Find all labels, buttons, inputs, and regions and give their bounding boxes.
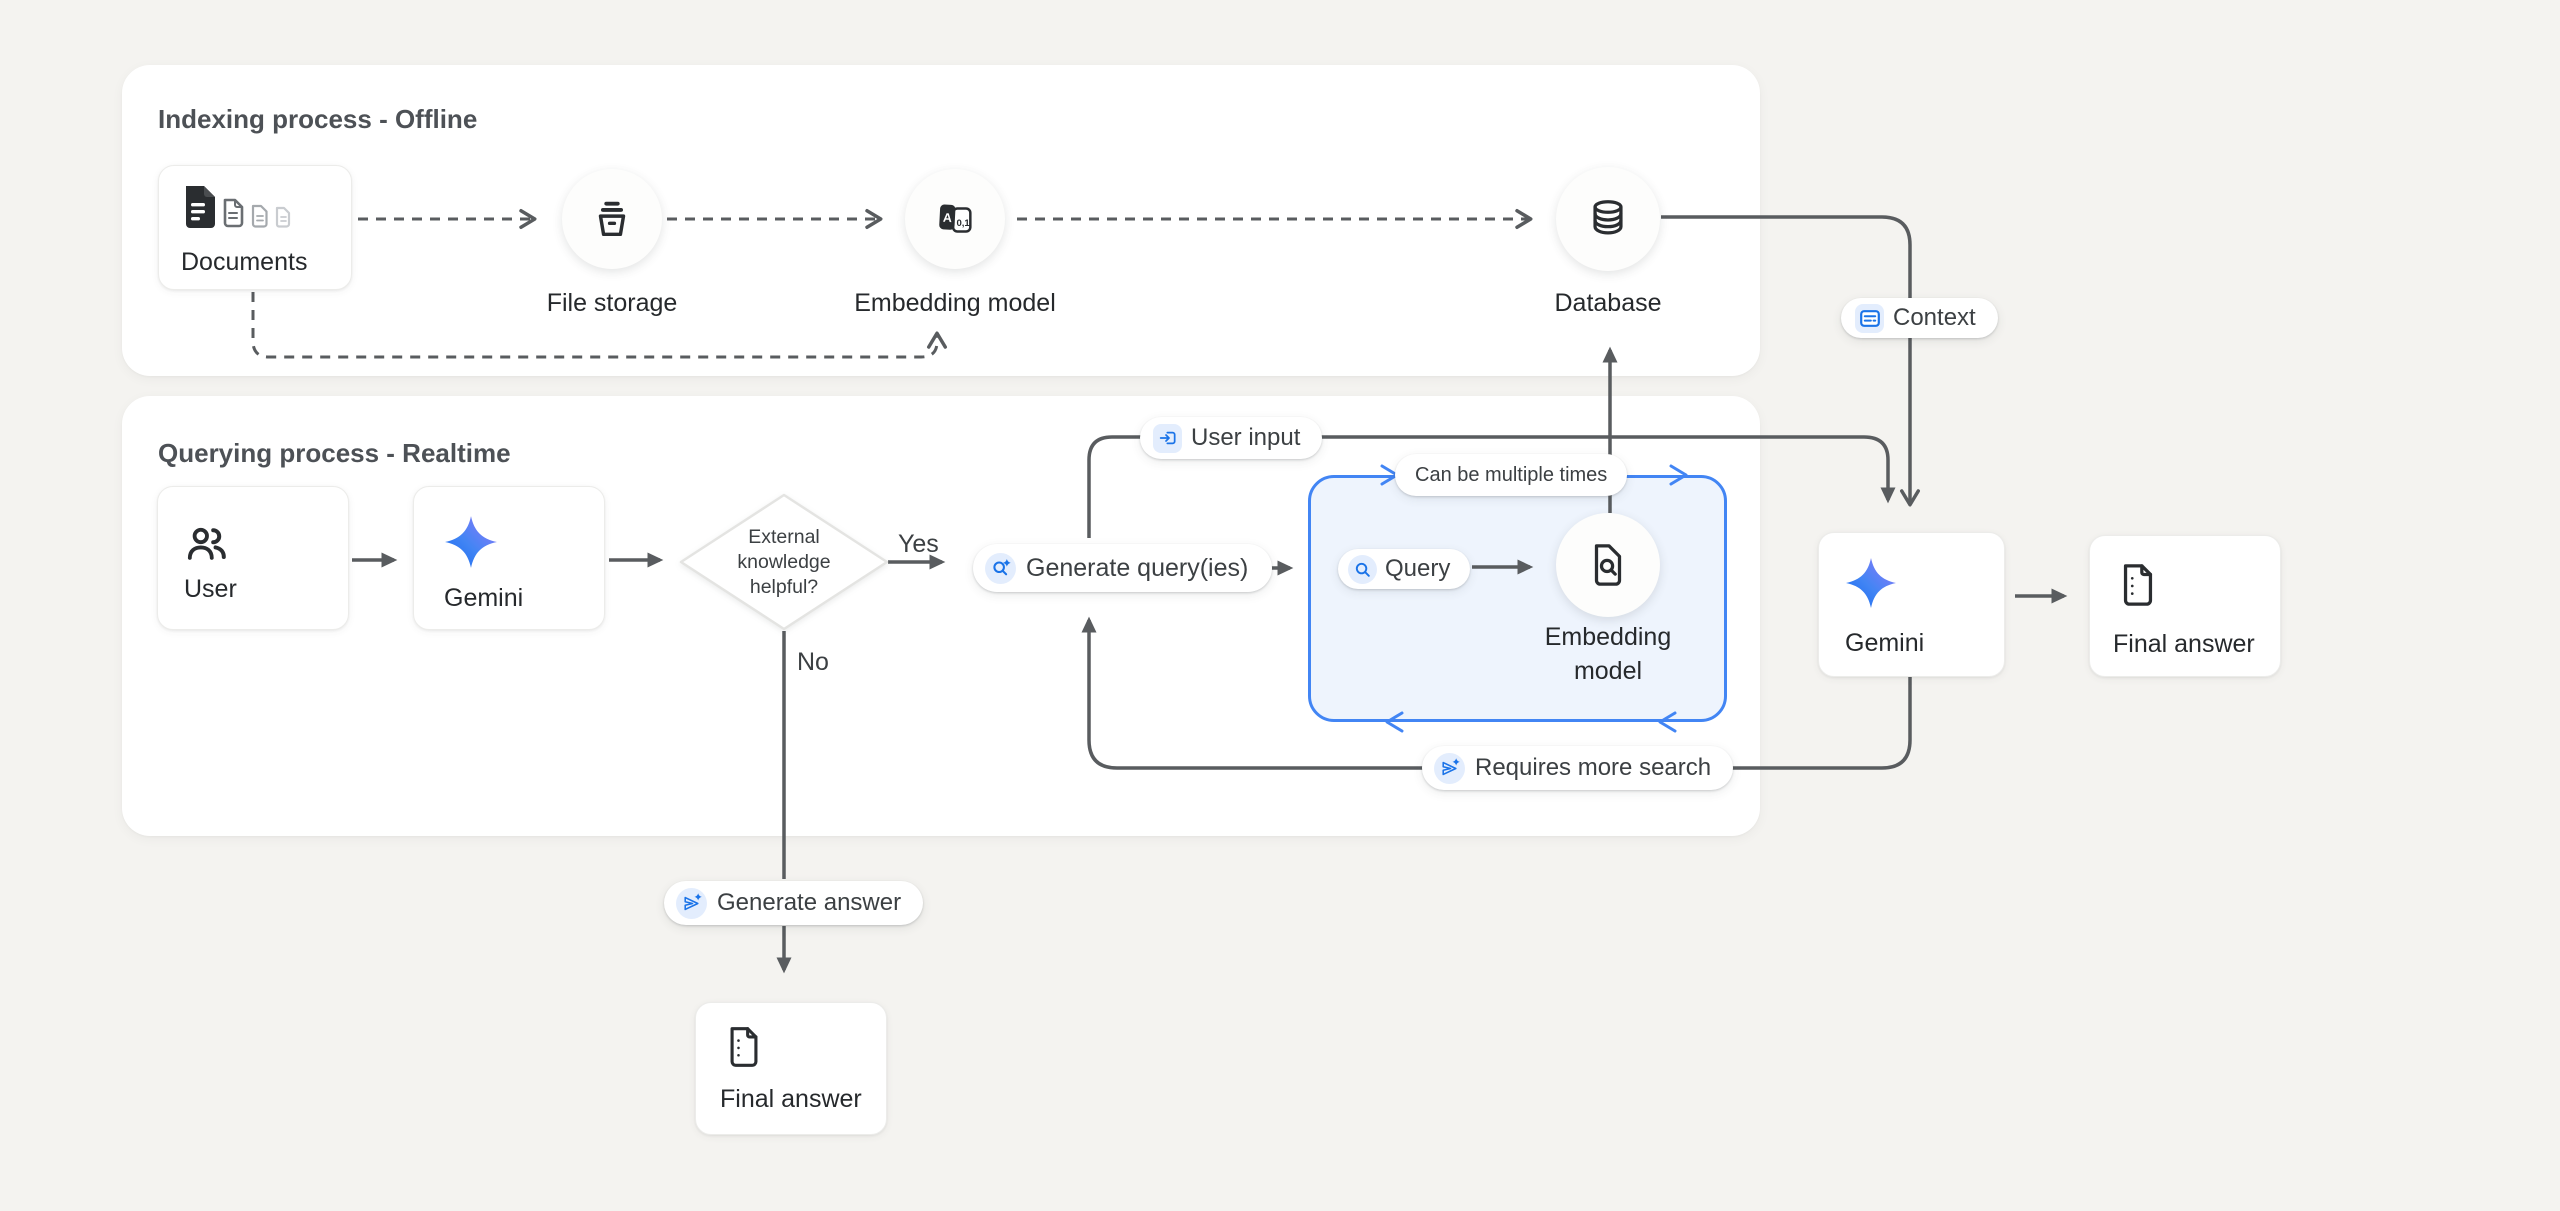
gemini-query-label: Gemini xyxy=(444,584,524,612)
gemini-query-node: Gemini xyxy=(413,486,605,630)
final-answer-bottom-label: Final answer xyxy=(720,1085,862,1113)
decision-diamond xyxy=(679,493,889,631)
embedding-model-offline-node: 0,1 A xyxy=(905,169,1005,269)
context-article-icon xyxy=(1855,303,1884,333)
login-arrow-icon xyxy=(1153,423,1182,453)
user-label: User xyxy=(184,575,237,603)
magnifier-icon xyxy=(1348,554,1377,584)
file-storage-label: File storage xyxy=(546,289,678,317)
embedding-digits-text: 0,1 xyxy=(956,218,970,229)
final-answer-bottom-node: Final answer xyxy=(695,1002,887,1135)
query-label: Query xyxy=(1385,555,1451,582)
user-input-badge-label: User input xyxy=(1191,424,1301,451)
user-node: User xyxy=(157,486,349,630)
decision-line1: External xyxy=(748,526,820,548)
user-group-icon xyxy=(187,527,226,560)
final-answer-top-node: Final answer xyxy=(2089,535,2281,677)
final-answer-top-label: Final answer xyxy=(2113,630,2255,658)
gemini-star-icon xyxy=(1846,558,1896,608)
embedding-model-offline-label: Embedding model xyxy=(854,289,1056,317)
gemini-answer-label: Gemini xyxy=(1845,629,1925,657)
document-search-icon xyxy=(1594,544,1622,586)
documents-node: Documents xyxy=(158,165,352,290)
embedding-realtime-line1: Embedding xyxy=(1544,623,1672,651)
decision-text: External knowledge helpful? xyxy=(704,525,864,600)
requires-more-search-label: Requires more search xyxy=(1475,754,1712,781)
generate-answer-badge: Generate answer xyxy=(664,881,924,925)
search-sparkle-icon xyxy=(985,552,1016,584)
user-input-badge: User input xyxy=(1140,417,1323,459)
generate-queries-node: Generate query(ies) xyxy=(973,544,1273,592)
context-badge-label: Context xyxy=(1893,304,1976,331)
indexing-panel-title: Indexing process - Offline xyxy=(158,104,478,134)
embedding-model-realtime-label: Embedding model xyxy=(1508,620,1708,688)
documents-icon xyxy=(186,186,291,228)
can-be-multiple-times-badge: Can be multiple times xyxy=(1395,454,1628,496)
decision-line2: knowledge xyxy=(737,551,831,573)
database-label: Database xyxy=(1554,289,1662,317)
decision-line3: helpful? xyxy=(749,576,819,598)
no-edge-label: No xyxy=(797,648,829,676)
embedding-model-icon: 0,1 A xyxy=(939,204,972,233)
send-sparkle-icon xyxy=(1434,752,1465,784)
requires-more-search-badge: Requires more search xyxy=(1422,746,1734,790)
gemini-star-icon xyxy=(445,516,497,568)
yes-edge-label: Yes xyxy=(898,530,939,558)
embedding-model-realtime-node xyxy=(1556,513,1660,617)
documents-label: Documents xyxy=(181,248,308,276)
gemini-answer-node: Gemini xyxy=(1818,532,2005,677)
final-answer-document-icon xyxy=(2123,564,2153,606)
context-badge: Context xyxy=(1841,298,1998,338)
generate-answer-label: Generate answer xyxy=(717,889,902,916)
send-icon xyxy=(676,887,707,919)
generate-queries-label: Generate query(ies) xyxy=(1026,553,1249,582)
database-icon xyxy=(1593,200,1623,235)
database-node xyxy=(1556,167,1660,271)
query-node: Query xyxy=(1338,549,1471,589)
embedding-letter-text: A xyxy=(943,211,953,225)
can-be-multiple-times-label: Can be multiple times xyxy=(1415,463,1608,486)
file-storage-bucket-icon xyxy=(598,201,626,237)
querying-panel-title: Querying process - Realtime xyxy=(158,438,511,468)
file-storage-node xyxy=(562,169,662,269)
embedding-realtime-line2: model xyxy=(1573,657,1643,685)
final-answer-document-icon xyxy=(730,1027,758,1067)
